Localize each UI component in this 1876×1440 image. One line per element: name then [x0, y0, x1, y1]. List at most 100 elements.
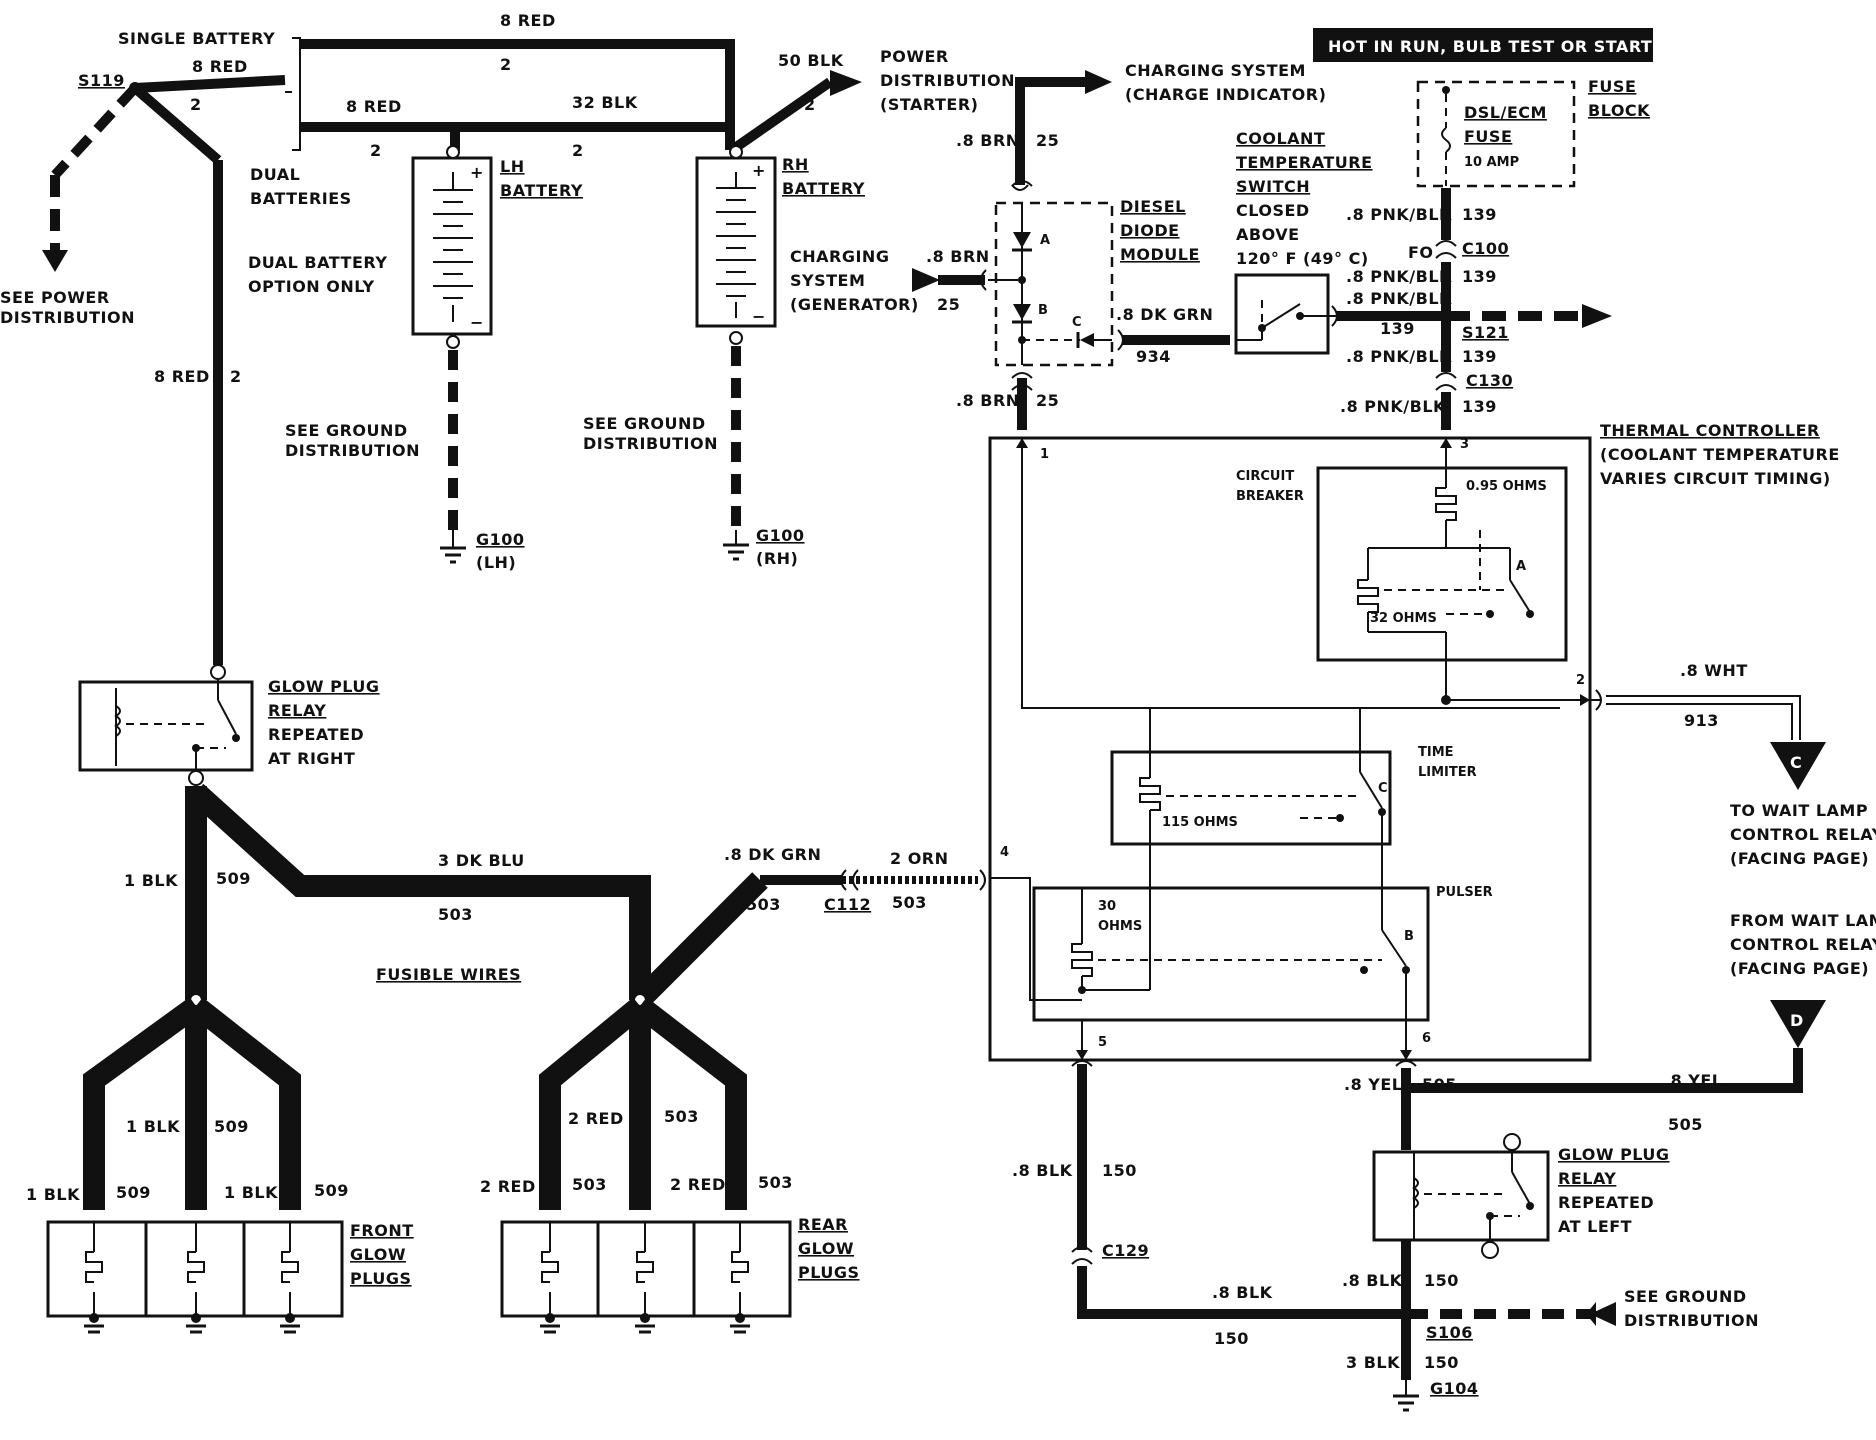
wire-8yel-left: .8 YEL	[1344, 1075, 1403, 1094]
glow-plug-relay-left	[78, 664, 254, 786]
diode-a: A	[1040, 233, 1050, 248]
pin-4: 4	[1000, 845, 1009, 860]
wire-8wht: .8 WHT	[1680, 661, 1748, 680]
wire-8blk-c: .8 BLK	[1342, 1271, 1403, 1290]
coolant-temperature-switch	[1234, 273, 1338, 355]
fuse-block	[1416, 80, 1576, 188]
wire-8dkgrn-b: .8 DK GRN	[724, 845, 821, 864]
wire-3blk: 3 BLK	[1346, 1353, 1400, 1372]
circuit-913: 913	[1684, 711, 1719, 730]
g100-rh: G100	[756, 526, 805, 545]
g100-lh: G100	[476, 530, 525, 549]
circuit-503-e: 503	[572, 1175, 607, 1194]
battery-cable-8red-top	[300, 39, 862, 155]
wire-3dkblu: 3 DK BLU	[438, 851, 525, 870]
circuit-505-left: 505	[1422, 1075, 1457, 1094]
lh-tag: (LH)	[476, 553, 516, 572]
circuit-25-a: 25	[1036, 131, 1059, 150]
diode-to-coolant-wire	[1117, 329, 1230, 351]
circuit-503-f: 503	[758, 1173, 793, 1192]
wire-2red-c: 2 RED	[670, 1175, 726, 1194]
wire-2red-a: 2 RED	[568, 1109, 624, 1128]
pulser-label: PULSER	[1436, 885, 1493, 900]
circuit-139-e: 139	[1462, 397, 1497, 416]
pin-5: 5	[1098, 1035, 1107, 1050]
c-marker-letter: C	[1790, 753, 1802, 772]
wire-pnkblk-c: .8 PNK/BLK	[1346, 289, 1452, 308]
circuit-139-b: 139	[1462, 267, 1497, 286]
pin-2: 2	[1576, 673, 1585, 688]
rear-glow-plugs	[500, 1220, 792, 1334]
circuit-2-a: 2	[190, 95, 202, 114]
circuit-934: 934	[1136, 347, 1171, 366]
wire-8dkgrn-a: .8 DK GRN	[1116, 305, 1213, 324]
wire-8yel-right: .8 YEL	[1664, 1071, 1723, 1090]
circuit-2-c: 2	[370, 141, 382, 160]
circuit-509-d: 509	[314, 1181, 349, 1200]
s119-splice	[42, 75, 286, 665]
thermal-controller-title: THERMAL CONTROLLER	[1600, 421, 1820, 440]
wire-pnkblk-a: .8 PNK/BLK	[1346, 205, 1452, 224]
wire-8red-b: 8 RED	[500, 11, 556, 30]
circuit-2-f: 2	[230, 367, 242, 386]
charge-indicator-wire	[1011, 70, 1112, 191]
circuit-25-b: 25	[937, 295, 960, 314]
wire-1blk-c: 1 BLK	[26, 1185, 80, 1204]
cb-contact-a: A	[1516, 559, 1526, 574]
pin-1: 1	[1040, 447, 1049, 462]
wire-8red-a: 8 RED	[192, 57, 248, 76]
wire-8red-c: 8 RED	[346, 97, 402, 116]
circuit-505-right: 505	[1668, 1115, 1703, 1134]
wire-1blk-b: 1 BLK	[126, 1117, 180, 1136]
circuit-150-d: 150	[1424, 1353, 1459, 1372]
ohms-32: 32 OHMS	[1370, 611, 1437, 626]
svg-text:+: +	[752, 161, 766, 180]
wire-2orn: 2 ORN	[890, 849, 949, 868]
c129-label: C129	[1102, 1241, 1149, 1260]
wire-1blk-a: 1 BLK	[124, 871, 178, 890]
wire-pnkblk-e: .8 PNK/BLK	[1340, 397, 1446, 416]
wire-8blk-a: .8 BLK	[1012, 1161, 1073, 1180]
circuit-25-c: 25	[1036, 391, 1059, 410]
circuit-139-c: 139	[1380, 319, 1415, 338]
single-battery-label: SINGLE BATTERY	[118, 29, 275, 48]
circuit-2-d: 2	[572, 141, 584, 160]
c130-label: C130	[1466, 371, 1513, 390]
s119-label: S119	[78, 71, 125, 90]
pulser-contact-b: B	[1404, 929, 1414, 944]
rh-tag: (RH)	[756, 549, 798, 568]
wire-8brn-a: .8 BRN	[956, 131, 1020, 150]
circuit-150-a: 150	[1102, 1161, 1137, 1180]
ohms-115: 115 OHMS	[1162, 815, 1238, 830]
circuit-139-a: 139	[1462, 205, 1497, 224]
fuse-amp: 10 AMP	[1464, 155, 1519, 170]
wire-8brn-b: .8 BRN	[926, 247, 990, 266]
ground-s106-g104	[1071, 1060, 1616, 1412]
g104-label: G104	[1430, 1379, 1479, 1398]
circuit-139-trunk	[1336, 188, 1612, 430]
c100-label: C100	[1462, 239, 1509, 258]
rh-battery: + −	[695, 145, 777, 561]
pin-6: 6	[1422, 1031, 1431, 1046]
circuit-150-c: 150	[1424, 1271, 1459, 1290]
thermal-controller	[988, 436, 1592, 1062]
